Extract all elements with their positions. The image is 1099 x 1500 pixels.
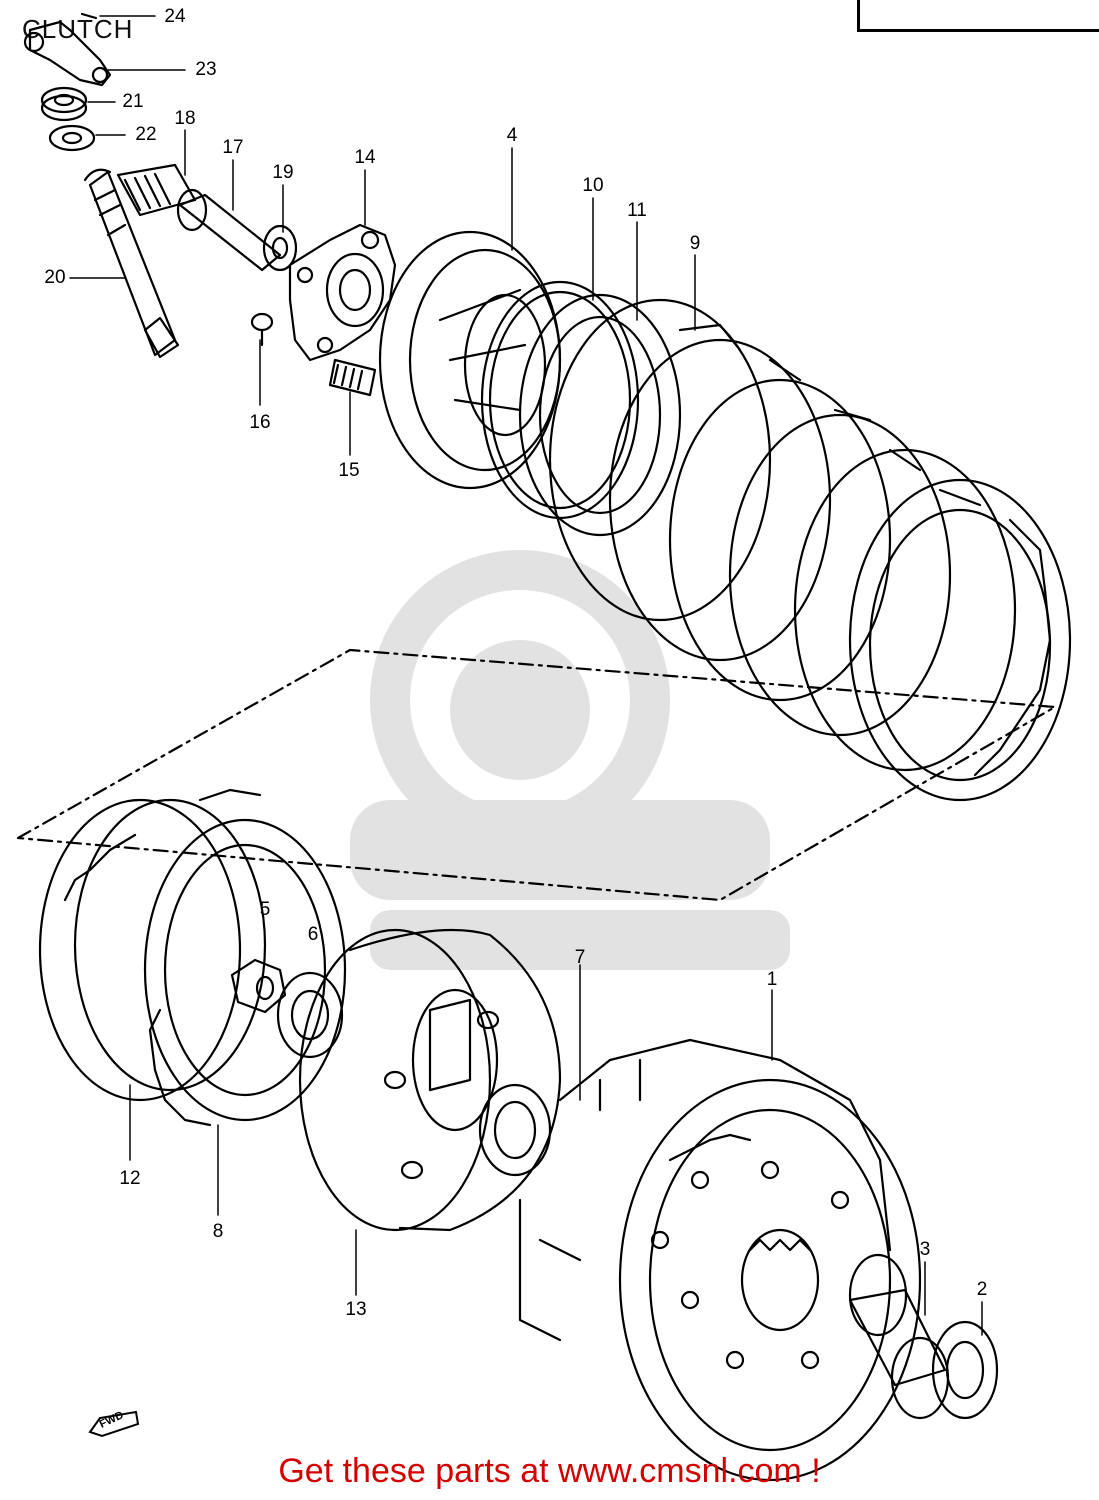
seat-ring-part (518, 293, 682, 537)
bearing-part (262, 224, 298, 272)
release-shaft-part (83, 168, 180, 359)
push-rod-part (176, 188, 282, 272)
callout-2: 2 (976, 1279, 988, 1300)
callout-15: 15 (338, 460, 360, 481)
bushing-part (40, 86, 88, 122)
leader-lines (69, 15, 983, 1336)
callout-5: 5 (259, 899, 271, 920)
pressure-disc-part (378, 230, 562, 490)
callout-7: 7 (574, 947, 586, 968)
callout-20: 20 (44, 267, 66, 288)
callout-8: 8 (212, 1221, 224, 1242)
clutch-hub-part (298, 928, 562, 1232)
diagram-title: CLUTCH (22, 14, 134, 44)
callout-12: 12 (119, 1168, 141, 1189)
callout-10: 10 (582, 175, 604, 196)
hub-nut-part (230, 958, 287, 1014)
callout-17: 17 (222, 137, 244, 158)
plate-stack-lower (38, 788, 267, 1102)
friction-plate-part (143, 818, 347, 1127)
callout-18: 18 (174, 108, 196, 129)
fwd-arrow-icon (88, 1410, 140, 1438)
callout-24: 24 (164, 6, 186, 27)
wire-ring-part (480, 280, 640, 520)
thrust-washer-small-part (931, 1320, 999, 1420)
callout-14: 14 (354, 147, 376, 168)
callout-4: 4 (506, 125, 518, 146)
callout-9: 9 (689, 233, 701, 254)
callout-13: 13 (345, 1299, 367, 1320)
callout-6: 6 (307, 924, 319, 945)
callout-1: 1 (766, 969, 778, 990)
assembly-dashed-outline (16, 648, 1057, 902)
callout-22: 22 (135, 124, 157, 145)
callout-23: 23 (195, 59, 217, 80)
callout-16: 16 (249, 412, 271, 433)
callout-11: 11 (627, 200, 647, 221)
friction-plate-stack (548, 298, 1072, 802)
bolt-part (250, 312, 274, 347)
clutch-spring-part (328, 358, 377, 397)
callout-21: 21 (122, 91, 144, 112)
cms-watermark-logo (350, 550, 790, 970)
footer-link-text[interactable]: Get these parts at www.cmsnl.com ! (278, 1452, 821, 1490)
release-lever-part (23, 12, 112, 87)
callout-19: 19 (272, 162, 294, 183)
thrust-washer-part (478, 1083, 552, 1177)
clutch-housing-part (518, 1038, 922, 1482)
lock-washer-part (276, 971, 344, 1059)
callout-3: 3 (919, 1239, 931, 1260)
frame-corner (857, 0, 1099, 32)
spacer-part (848, 1253, 950, 1420)
pressure-plate-part (288, 223, 397, 362)
washer-part (48, 124, 96, 152)
